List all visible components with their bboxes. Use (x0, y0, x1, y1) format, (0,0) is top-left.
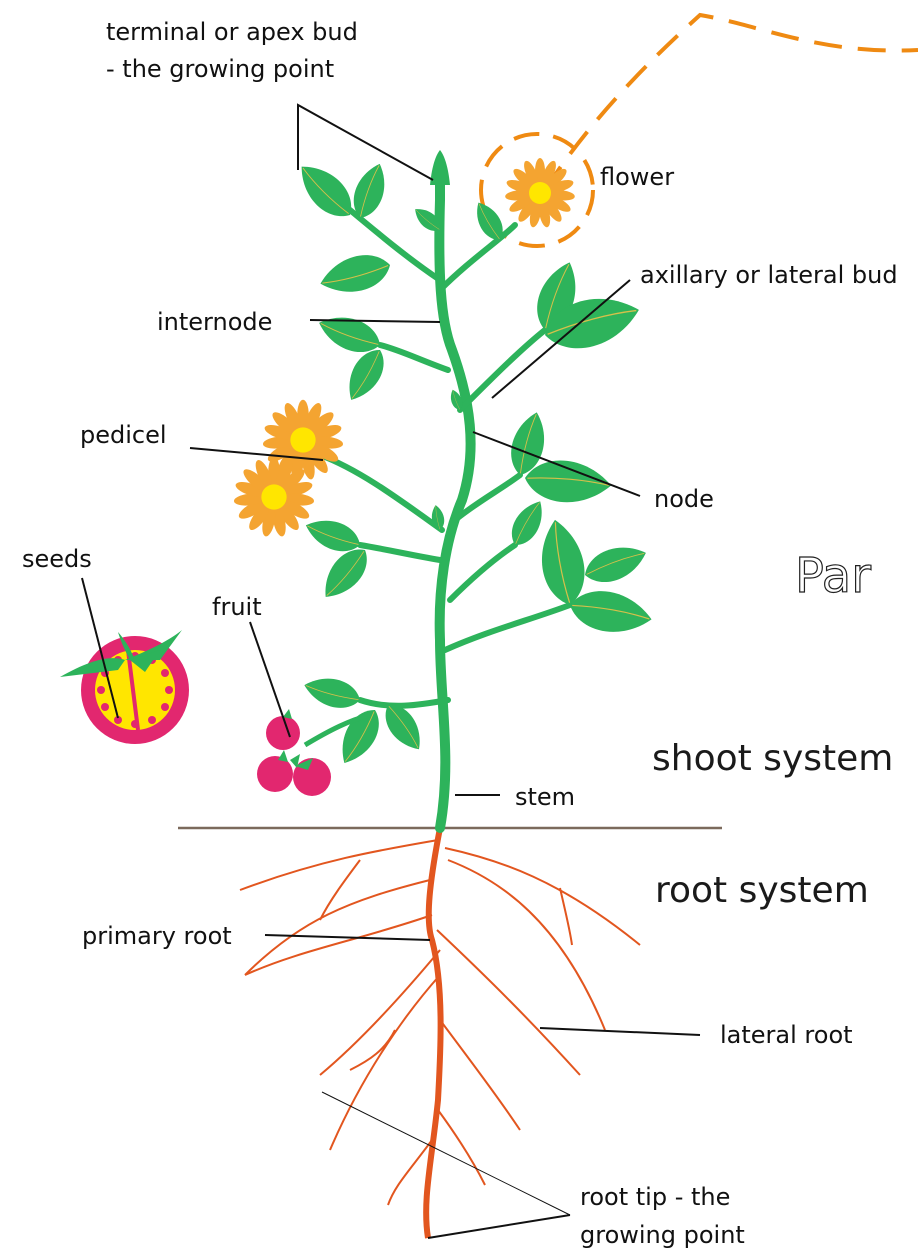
label-internode: internode (157, 308, 272, 336)
label-terminal-bud-line2: - the growing point (106, 55, 334, 83)
seeds-tomato-section (60, 630, 189, 744)
label-axillary-bud: axillary or lateral bud (640, 261, 898, 289)
label-seeds: seeds (22, 545, 92, 573)
cropped-title: Par (795, 548, 871, 604)
label-shoot-system: shoot system (652, 738, 893, 779)
root-system-drawing (240, 828, 640, 1238)
label-terminal-bud-line1: terminal or apex bud (106, 18, 358, 46)
label-fruit: fruit (212, 593, 262, 621)
label-primary-root: primary root (82, 922, 232, 950)
label-pedicel: pedicel (80, 421, 167, 449)
label-stem: stem (515, 783, 575, 811)
label-root-tip-line1: root tip - the (580, 1183, 730, 1211)
label-root-system: root system (655, 870, 869, 911)
label-node: node (654, 485, 714, 513)
label-flower: flower (600, 163, 674, 191)
label-lateral-root: lateral root (720, 1021, 853, 1049)
label-root-tip-line2: growing point (580, 1221, 745, 1249)
